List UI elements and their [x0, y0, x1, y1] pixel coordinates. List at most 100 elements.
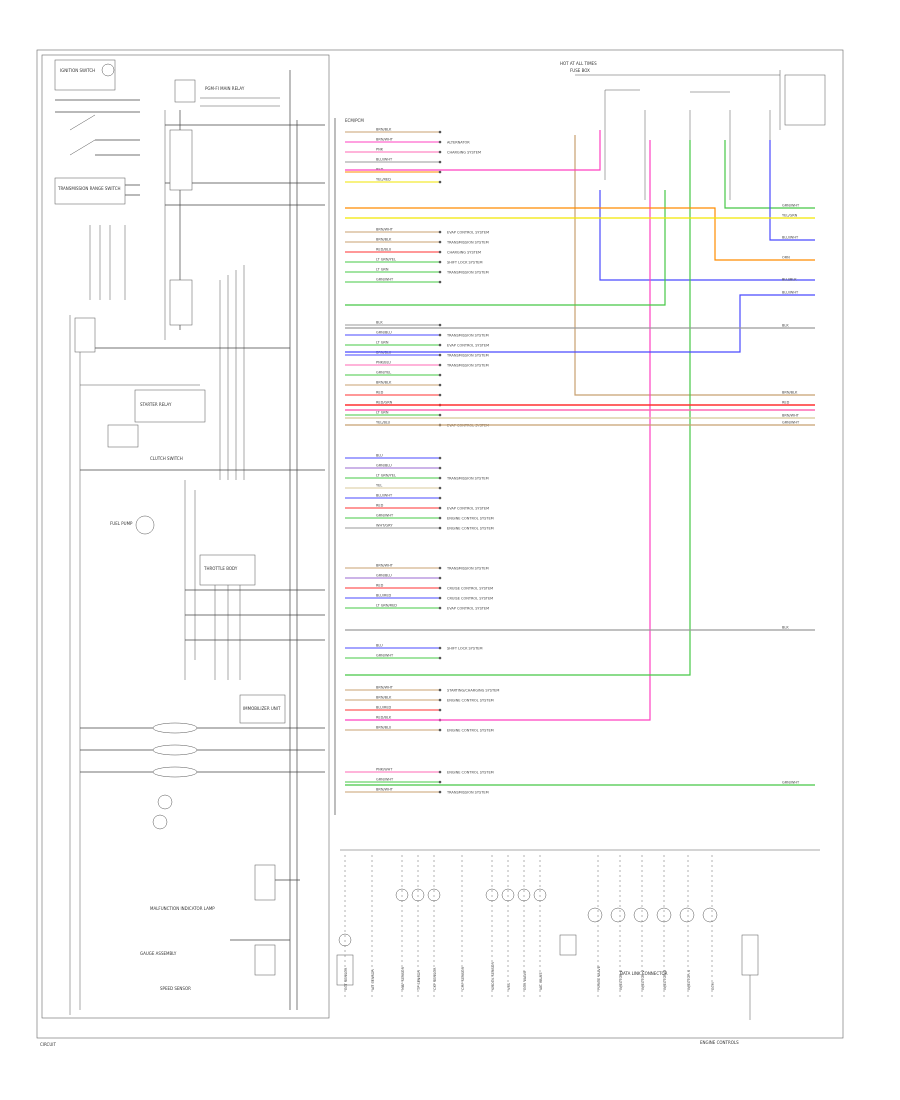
- pgm-fi-relay-label: PGM-FI MAIN RELAY: [205, 86, 245, 91]
- wire-destination-label: EVAP CONTROL SYSTEM: [447, 231, 489, 235]
- wire-terminal: [438, 596, 442, 600]
- wire-terminal: [438, 413, 442, 417]
- wire-destination-label: ENGINE CONTROL SYSTEM: [447, 517, 494, 521]
- wire-color-label: BLU/WHT: [376, 494, 393, 498]
- diagram-border: [36, 49, 844, 1039]
- wire-destination-label: EVAP CONTROL SYSTEM: [447, 507, 489, 511]
- gauge-circles: [152, 794, 173, 830]
- wire-color-label: BLU: [376, 454, 383, 458]
- wire-color-label: WHT/GRY: [376, 524, 393, 528]
- bottom-component-label: MAP SENSOR: [401, 966, 405, 990]
- wire-terminal: [438, 250, 442, 254]
- right-wire-label: BLU/BLK: [782, 278, 797, 282]
- wire-terminal: [438, 770, 442, 774]
- inline-resistors: [152, 722, 198, 778]
- wire-color-label: PNK: [376, 148, 384, 152]
- mil-label: MALFUNCTION INDICATOR LAMP: [150, 906, 215, 911]
- wire-color-label: BRN/BLK: [376, 238, 392, 242]
- wire-destination-label: ENGINE CONTROL SYSTEM: [447, 527, 494, 531]
- wire-color-label: YEL/BLU: [376, 421, 391, 425]
- wire-destination-label: SHIFT LOCK SYSTEM: [447, 261, 482, 265]
- wire-color-label: BRN/BLU: [376, 726, 392, 730]
- wire-color-label: LT GRN/YEL: [376, 474, 396, 478]
- right-wire-label: BRN/WHT: [782, 414, 800, 418]
- right-wire-label: BLK: [782, 626, 789, 630]
- wire-color-label: YEL: [376, 484, 382, 488]
- wire-terminal: [438, 240, 442, 244]
- wire-terminal: [438, 150, 442, 154]
- wire-terminal: [438, 688, 442, 692]
- wire-terminal: [438, 466, 442, 470]
- immobilizer-label: IMMOBILIZER UNIT: [243, 706, 281, 711]
- wire-terminal: [438, 260, 442, 264]
- bottom-component-label: INJECTOR 2: [641, 970, 645, 990]
- wire-color-label: GRN/BLU: [376, 464, 392, 468]
- wire-color-label: BLU/WHT: [376, 158, 393, 162]
- bottom-component-label: VSS: [507, 982, 511, 990]
- wire-color-label: LT GRN/RED: [376, 604, 397, 608]
- wire-color-label: GRN/WHT: [376, 278, 394, 282]
- wire-destination-label: CRUISE CONTROL SYSTEM: [447, 587, 493, 591]
- right-wire-label: BRN/BLK: [782, 391, 798, 395]
- wire-terminal: [438, 566, 442, 570]
- wire-color-label: RED: [376, 584, 384, 588]
- wire-terminal: [438, 586, 442, 590]
- right-wire-label: BLK: [782, 324, 789, 328]
- bottom-component-label: IAT SENSOR: [371, 969, 375, 990]
- bottom-component-label: INJECTOR 4: [687, 969, 691, 990]
- wire-destination-label: EVAP CONTROL SYSTEM: [447, 344, 489, 348]
- wire-destination-label: STARTING/CHARGING SYSTEM: [447, 689, 499, 693]
- wire-terminal: [438, 708, 442, 712]
- wire-color-label: GRN/WHT: [376, 778, 394, 782]
- bottom-component-label: IAC VALVE: [539, 972, 543, 990]
- wire-color-label: BRN/BLK: [376, 696, 392, 700]
- wire-terminal: [438, 606, 442, 610]
- footer-left: CIRCUIT: [40, 1042, 56, 1047]
- bottom-component-label: CMP SENSOR: [461, 966, 465, 990]
- wire-color-label: GRN/BLU: [376, 331, 392, 335]
- footer-right: ENGINE CONTROLS: [700, 1040, 739, 1045]
- wire-terminal: [438, 393, 442, 397]
- wire-terminal: [438, 728, 442, 732]
- wire-color-label: LT GRN: [376, 341, 389, 345]
- wire-color-label: PNK/WHT: [376, 768, 393, 772]
- wire-color-label: BRN/WHT: [376, 138, 394, 142]
- wire-terminal: [438, 373, 442, 377]
- wire-terminal: [438, 343, 442, 347]
- wire-color-label: YEL/RED: [376, 178, 391, 182]
- wire-destination-label: TRANSMISSION SYSTEM: [446, 791, 489, 795]
- throttle-body-label: THROTTLE BODY: [203, 566, 238, 571]
- vertical-colored-wires: [345, 130, 815, 786]
- right-wire-label: GRN/WHT: [782, 204, 800, 208]
- right-wire-label: BLU/WHT: [782, 291, 799, 295]
- wire-destination-label: TRANSMISSION SYSTEM: [446, 364, 489, 368]
- wire-color-label: BRN/WHT: [376, 228, 394, 232]
- ignition-switch-label: IGNITION SWITCH: [60, 68, 95, 73]
- ignition-switch: IGNITION SWITCH: [54, 59, 116, 91]
- wire-color-label: BRN/WHT: [376, 564, 394, 568]
- wire-color-label: LT GRN/YEL: [376, 258, 396, 262]
- fuel-pump-label: FUEL PUMP: [110, 521, 133, 526]
- wire-color-label: RED: [376, 391, 384, 395]
- wire-terminal: [438, 140, 442, 144]
- left-vertical-buses: [69, 70, 298, 1015]
- wire-color-label: GRN/WHT: [376, 514, 394, 518]
- wire-destination-label: ENGINE CONTROL SYSTEM: [447, 699, 494, 703]
- wire-color-label: GRN/WHT: [376, 654, 394, 658]
- wire-color-label: BRN/WHT: [376, 788, 394, 792]
- wire-terminal: [438, 790, 442, 794]
- wire-color-label: RED/BLK: [376, 716, 392, 720]
- wire-destination-label: TRANSMISSION SYSTEM: [446, 241, 489, 245]
- bottom-component-label: TP SENSOR: [417, 970, 421, 991]
- mil-block: MALFUNCTION INDICATOR LAMP: [150, 864, 276, 911]
- bottom-component-label: ECT SENSOR: [344, 967, 348, 990]
- transmission-range-switch: TRANSMISSION RANGE SWITCH: [54, 177, 126, 205]
- right-wire-label: BLU/WHT: [782, 236, 799, 240]
- wire-color-label: BLU/RED: [376, 706, 392, 710]
- wire-color-label: BRN/BLK: [376, 128, 392, 132]
- wire-destination-label: ALTERNATOR: [447, 141, 470, 145]
- wire-color-label: RED: [376, 504, 384, 508]
- bottom-component-label: PURGE VALVE: [597, 966, 601, 990]
- wire-destination-label: CRUISE CONTROL SYSTEM: [447, 597, 493, 601]
- wire-terminal: [438, 506, 442, 510]
